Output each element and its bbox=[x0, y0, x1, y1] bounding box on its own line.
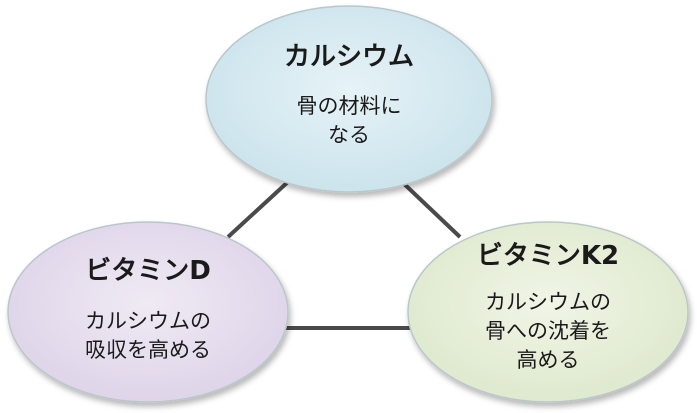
vitamin-d-description: カルシウムの 吸収を高める bbox=[85, 309, 211, 362]
calcium-title: カルシウム bbox=[283, 42, 414, 72]
vitamin-k2-node bbox=[407, 221, 689, 403]
connector-calcium-vitamin-k2 bbox=[398, 178, 462, 239]
vitamin-d-node bbox=[7, 221, 289, 403]
vitamin-d-title: ビタミンD bbox=[85, 256, 211, 286]
vitamin-k2-title: ビタミンK2 bbox=[476, 241, 620, 271]
connector-calcium-vitamin-d bbox=[226, 178, 292, 239]
vitamin-k2-description: カルシウムの 骨への沈着を 高める bbox=[485, 290, 611, 372]
calcium-node bbox=[205, 5, 493, 193]
calcium-description: 骨の材料に なる bbox=[296, 94, 402, 147]
